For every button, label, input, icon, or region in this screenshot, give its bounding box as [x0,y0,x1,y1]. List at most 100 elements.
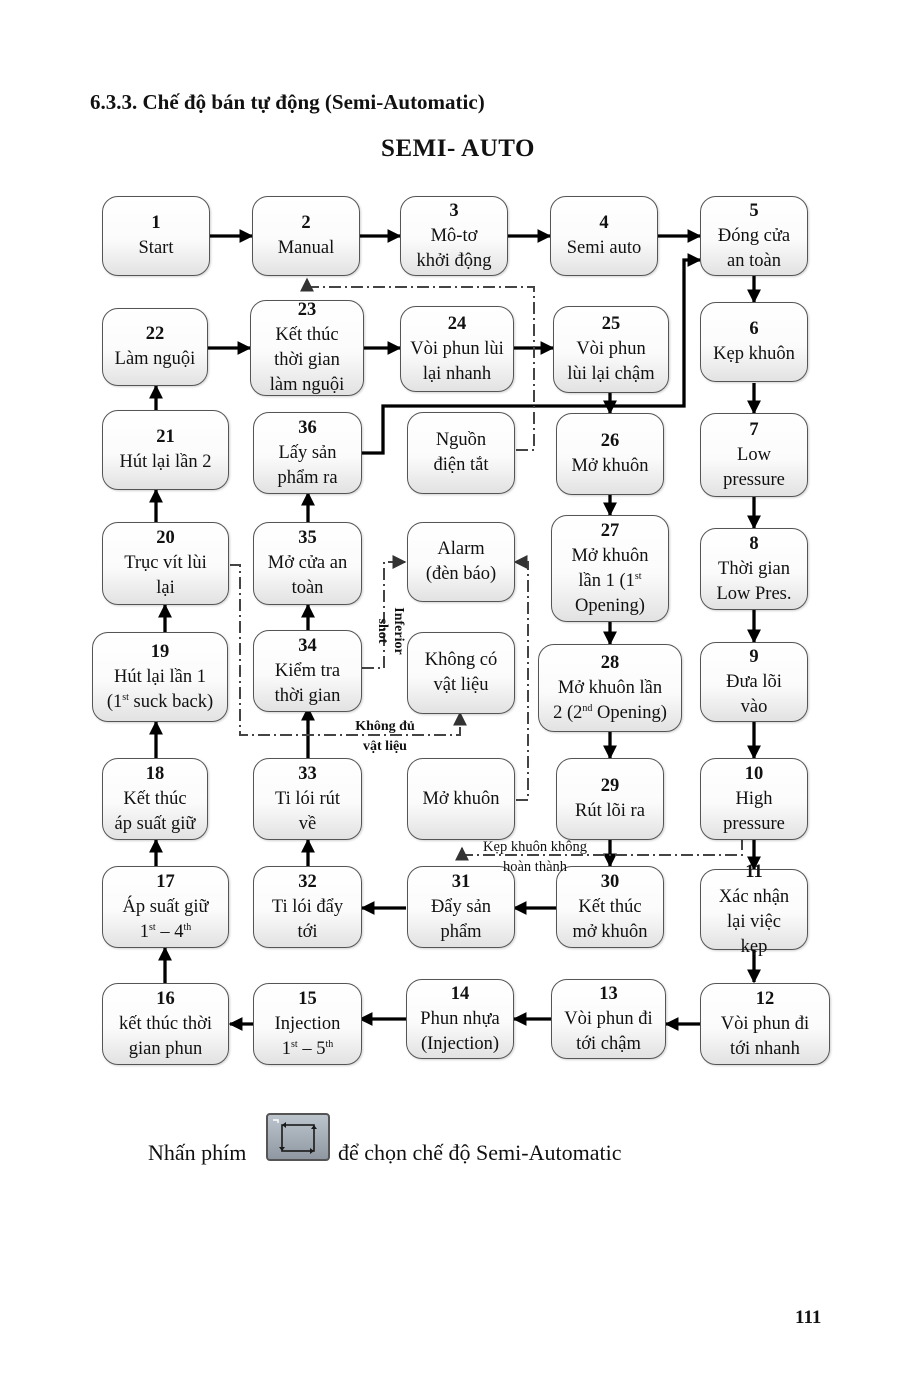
step-label: Áp suất giữ 1st – 4th [122,896,209,942]
semi-auto-key-icon [266,1113,330,1161]
step-number: 29 [600,776,620,796]
step-label: Mở khuôn [422,788,500,809]
step-number: 19 [150,641,170,662]
step-label: Ti lói rút về [274,788,341,834]
step-label: Mở cửa an toàn [267,553,348,598]
step-label: Mở khuôn [571,456,649,476]
step-number: 15 [298,988,317,1009]
flow-step: Alarm (đèn báo) [407,522,515,602]
step-label: Injection 1st – 5th [274,1013,341,1059]
step-number: 28 [600,652,620,673]
step-number: 22 [145,324,165,344]
step-label: kết thúc thời gian phun [118,1013,212,1059]
note-kep-line1: Kẹp khuôn không [483,839,587,855]
step-label: Mô-tơ khởi động [416,225,492,271]
step-number: 6 [749,319,759,339]
flow-step: 17 Áp suất giữ 1st – 4th [102,866,229,948]
step-number: 35 [298,528,317,548]
step-number: 24 [447,313,467,334]
step-number: 31 [451,871,471,892]
step-label: Kết thúc mở khuôn [572,896,648,942]
step-label: Xác nhận lại việc kẹp [718,886,790,957]
step-label: Hút lại lần 1 (1st suck back) [106,666,214,712]
step-label: Không có vật liệu [424,650,498,695]
step-number: 4 [599,213,609,233]
flow-step: 28 Mở khuôn lần 2 (2nd Opening) [538,644,682,732]
dashed-arrows [230,277,743,861]
step-number: 17 [156,871,175,892]
step-label: Đóng cửa an toàn [717,225,791,271]
step-number: 20 [156,528,175,548]
step-number: 1 [151,213,161,233]
step-number: 14 [450,983,470,1004]
step-label: Vòi phun lùi lại nhanh [410,338,504,384]
cycle-arrows-icon [273,1119,317,1154]
step-number: 13 [599,983,618,1004]
step-number: 23 [297,300,317,320]
step-number: 3 [449,200,459,221]
step-label: Kết thúc thời gian làm nguội [269,325,345,395]
diagram-title: SEMI- AUTO [381,135,535,162]
note-kep-line2: hoàn thành [502,859,568,875]
step-number: 10 [744,763,764,784]
step-number: 7 [749,419,759,440]
flow-step: Mở khuôn [407,758,515,840]
step-label: High pressure [723,788,785,834]
footer-text-after: để chọn chế độ Semi-Automatic [338,1140,622,1165]
step-label: Thời gian Low Pres. [716,558,792,604]
step-label: Kiểm tra thời gian [274,660,341,706]
step-label: Vòi phun đi tới nhanh [720,1013,810,1059]
step-number: 21 [156,427,175,447]
footer-text-before: Nhấn phím [148,1140,247,1165]
flow-step: 35 Mở cửa an toàn [253,522,362,605]
step-label: Semi auto [566,238,642,258]
step-label: Phun nhựa (Injection) [420,1008,500,1054]
step-label: Vòi phun lùi lại chậm [567,339,655,384]
step-number: 8 [749,533,759,554]
note-inferior-shot: Inferior shot [375,607,406,655]
step-label: Trục vít lùi lại [124,553,207,598]
step-number: 16 [156,988,175,1009]
step-label: Hút lại lần 2 [119,452,212,472]
step-label: Manual [277,238,335,258]
step-label: Kết thúc áp suất giữ [114,788,196,834]
step-label: Low pressure [723,444,785,490]
flow-step: Không có vật liệu [407,632,515,714]
step-number: 2 [301,213,311,233]
step-number: 25 [601,314,621,334]
step-label: Lấy sản phẩm ra [277,442,338,488]
step-number: 11 [745,861,763,882]
step-label: Mở khuôn lần 2 (2nd Opening) [553,677,667,723]
note-khong-du-line2: vật liệu [363,739,407,754]
step-label: Mở khuôn lần 1 (1st Opening) [571,545,649,616]
step-number: 30 [600,871,620,892]
note-khong-du-vat-lieu: Không đủ vật liệu [330,717,440,757]
step-number: 18 [145,763,165,784]
step-label: Kẹp khuôn [713,344,795,364]
step-number: 9 [749,646,759,667]
